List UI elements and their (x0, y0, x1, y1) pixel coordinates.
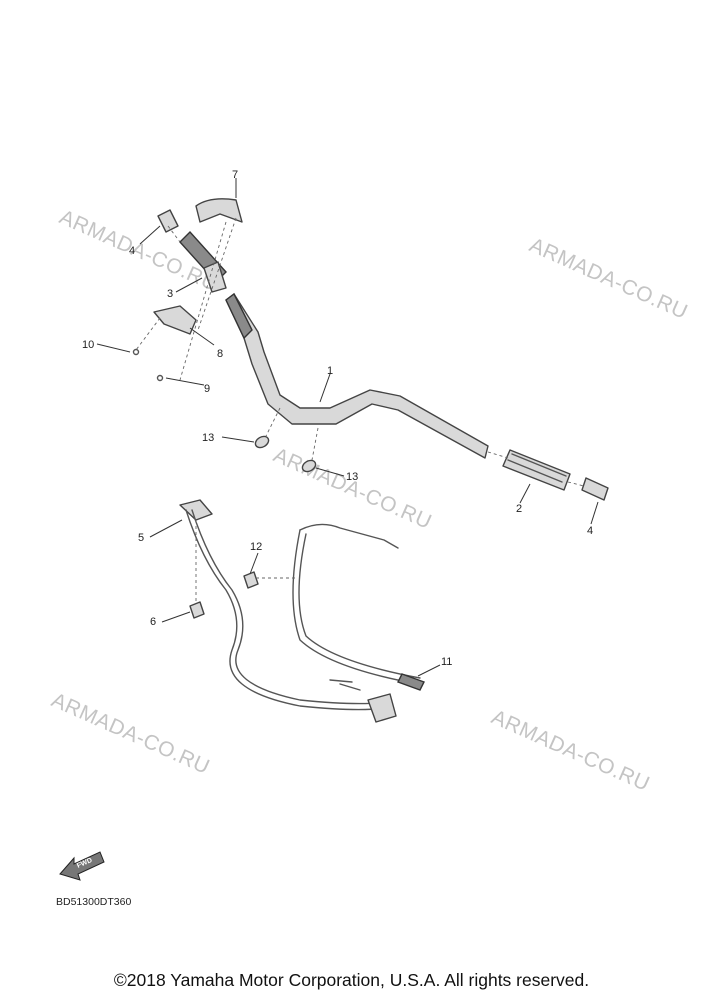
watermark: ARMADA-CO.RU (526, 234, 691, 324)
bar-end-left-part (157, 209, 179, 233)
watermark: ARMADA-CO.RU (270, 444, 435, 534)
callout-number: 11 (441, 656, 452, 668)
callout-number: 6 (150, 616, 156, 628)
leader-lines (96, 178, 599, 677)
assembly-lines (135, 217, 585, 602)
handlebar-part (225, 292, 489, 459)
callout-number: 2 (516, 503, 522, 515)
watermark-layer: ARMADA-CO.RU ARMADA-CO.RU ARMADA-CO.RU A… (48, 206, 691, 796)
throttle-housing-part (153, 305, 197, 335)
clamp-parts (254, 435, 317, 473)
callout-number: 1 (327, 365, 333, 377)
fwd-arrow-icon: FWD (59, 851, 105, 881)
throttle-housing-cover-part (195, 198, 243, 223)
callout-number: 5 (138, 532, 144, 544)
handlebar-grip-section (225, 292, 253, 340)
callout-number: 7 (232, 169, 238, 181)
watermark: ARMADA-CO.RU (48, 689, 213, 779)
callout-number: 12 (250, 541, 262, 553)
callout-number: 10 (82, 339, 94, 351)
right-grip-part (502, 449, 571, 491)
callout-number: 9 (204, 383, 210, 395)
diagram-code: BD51300DT360 (56, 896, 131, 908)
watermark: ARMADA-CO.RU (488, 706, 653, 796)
callout-number: 4 (587, 525, 593, 537)
copyright-notice: ©2018 Yamaha Motor Corporation, U.S.A. A… (113, 970, 590, 990)
bar-end-right-part (581, 477, 609, 501)
callout-number: 3 (167, 288, 173, 300)
callout-labels: 1 2 3 4 4 5 6 7 8 9 10 11 12 13 13 (82, 169, 593, 668)
callout-number: 4 (129, 245, 135, 257)
screw-parts (132, 348, 164, 382)
callout-number: 13 (346, 471, 358, 483)
throttle-cable-parts (179, 499, 425, 723)
callout-number: 13 (202, 432, 214, 444)
callout-number: 8 (217, 348, 223, 360)
holder-parts (189, 571, 259, 619)
